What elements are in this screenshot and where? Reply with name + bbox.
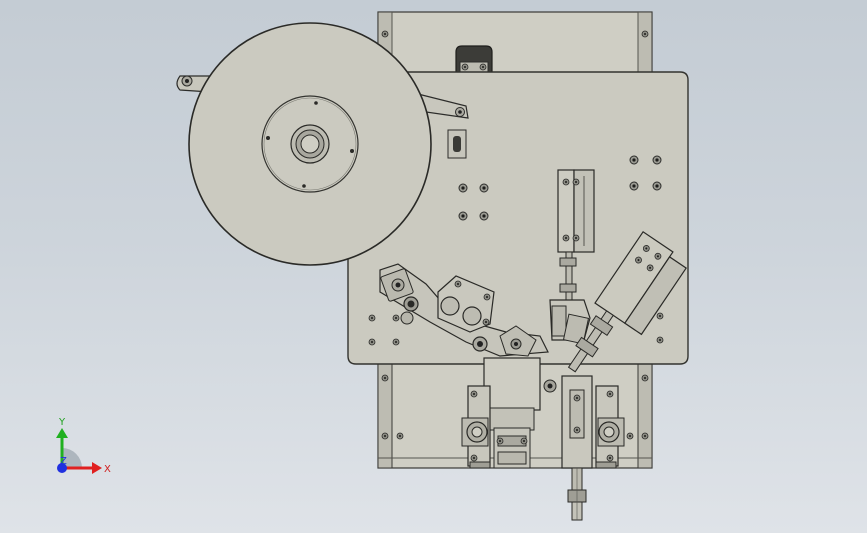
- plunger-shaft: [561, 375, 593, 521]
- vertical-cylinder: [549, 169, 595, 345]
- right-sensor-module: [595, 385, 625, 469]
- left-sensor-module: [461, 385, 491, 469]
- center-drive-block: [483, 357, 557, 469]
- label-reel: [188, 22, 432, 266]
- z-axis-label: Z: [60, 456, 67, 467]
- rear-frame-top: [377, 11, 653, 75]
- slot-bracket: [447, 129, 467, 159]
- y-axis-label: Y: [58, 417, 66, 428]
- x-axis-label: X: [104, 464, 111, 475]
- coordinate-triad: Y X Z: [56, 417, 111, 475]
- diagonal-cylinder: [567, 230, 687, 373]
- linkage-assembly: [379, 263, 549, 357]
